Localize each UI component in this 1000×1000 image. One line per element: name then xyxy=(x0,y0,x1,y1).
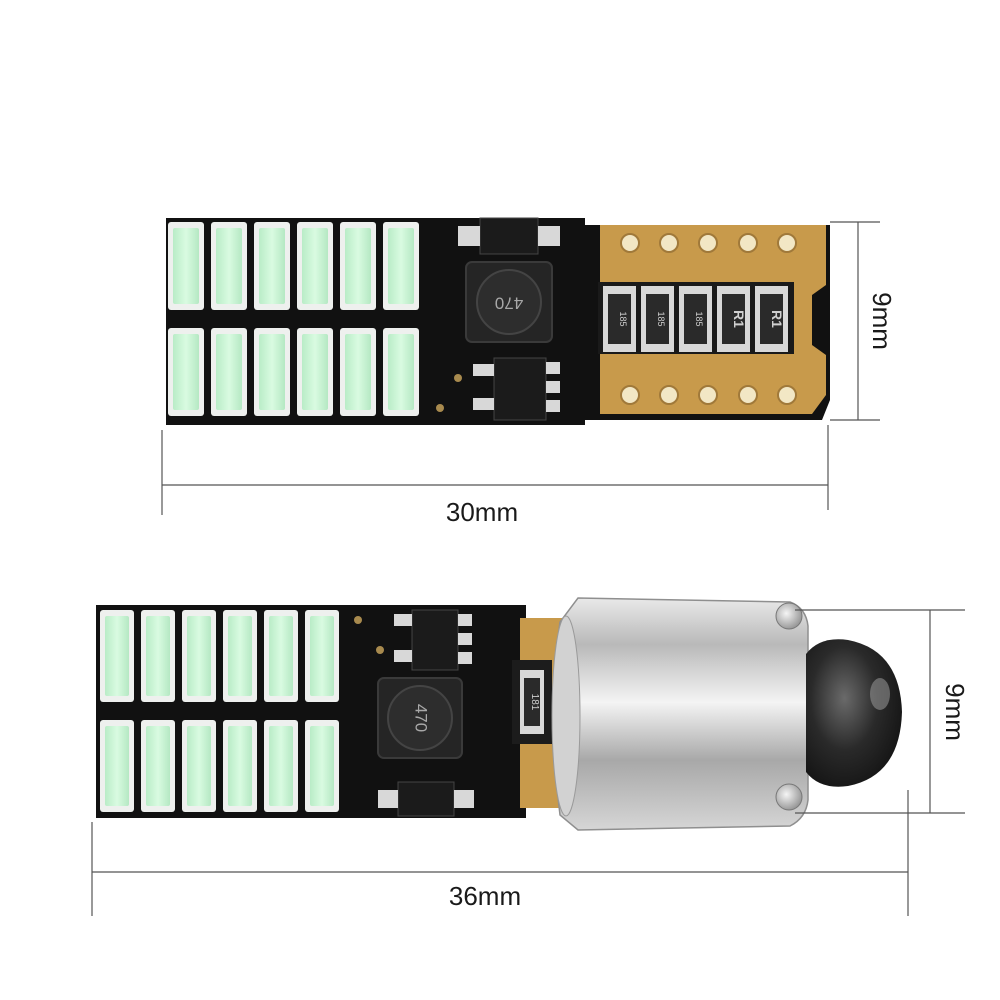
led-lens xyxy=(388,334,414,410)
bottom-dimensions xyxy=(91,609,965,916)
led-lens xyxy=(310,726,334,806)
bottom-ic xyxy=(411,609,459,671)
top-resistor-label-3: 185 xyxy=(694,311,704,326)
led-lens xyxy=(269,616,293,696)
top-width-label: 30mm xyxy=(446,497,518,527)
led-lens xyxy=(310,616,334,696)
bottom-bayonet-pin-bottom xyxy=(775,783,803,811)
top-bulb: 185 185 185 R1 R1 470 xyxy=(166,217,830,425)
bottom-contact-tip xyxy=(806,639,902,787)
led-lens xyxy=(345,334,371,410)
bottom-metal-socket xyxy=(553,597,809,831)
top-resistors xyxy=(603,286,788,352)
top-resistor-label-1: 185 xyxy=(618,311,628,326)
led-lens xyxy=(173,228,199,304)
led-lens xyxy=(259,228,285,304)
led-lens xyxy=(105,726,129,806)
led-lens xyxy=(105,616,129,696)
led-lens xyxy=(345,228,371,304)
bottom-resistor-label: 181 xyxy=(529,694,540,711)
bottom-bulb: 181 470 xyxy=(96,597,902,831)
led-lens xyxy=(187,726,211,806)
top-resistor-label-2: 185 xyxy=(656,311,666,326)
led-lens xyxy=(146,616,170,696)
bottom-width-label: 36mm xyxy=(449,881,521,911)
led-lens xyxy=(228,726,252,806)
top-height-label: 9mm xyxy=(867,292,897,350)
bottom-height-label: 9mm xyxy=(940,683,970,741)
led-lens xyxy=(259,334,285,410)
bottom-led-array xyxy=(100,610,339,812)
top-diode xyxy=(479,217,539,255)
top-resistor-label-5: R1 xyxy=(769,310,785,328)
led-lens xyxy=(146,726,170,806)
top-led-array xyxy=(168,222,419,416)
bottom-bayonet-pin-top xyxy=(775,602,803,630)
top-dimensions xyxy=(161,221,880,515)
led-lens xyxy=(187,616,211,696)
led-lens xyxy=(302,228,328,304)
led-lens xyxy=(302,334,328,410)
led-lens xyxy=(173,334,199,410)
led-lens xyxy=(228,616,252,696)
top-solder-pads xyxy=(620,233,797,405)
led-lens xyxy=(388,228,414,304)
bottom-diode xyxy=(397,781,455,817)
top-resistor-label-4: R1 xyxy=(731,310,747,328)
led-lens xyxy=(216,228,242,304)
led-lens xyxy=(216,334,242,410)
led-lens xyxy=(269,726,293,806)
bottom-inductor-label: 470 xyxy=(412,704,431,732)
top-ic xyxy=(493,357,547,421)
top-inductor-label: 470 xyxy=(495,294,523,313)
